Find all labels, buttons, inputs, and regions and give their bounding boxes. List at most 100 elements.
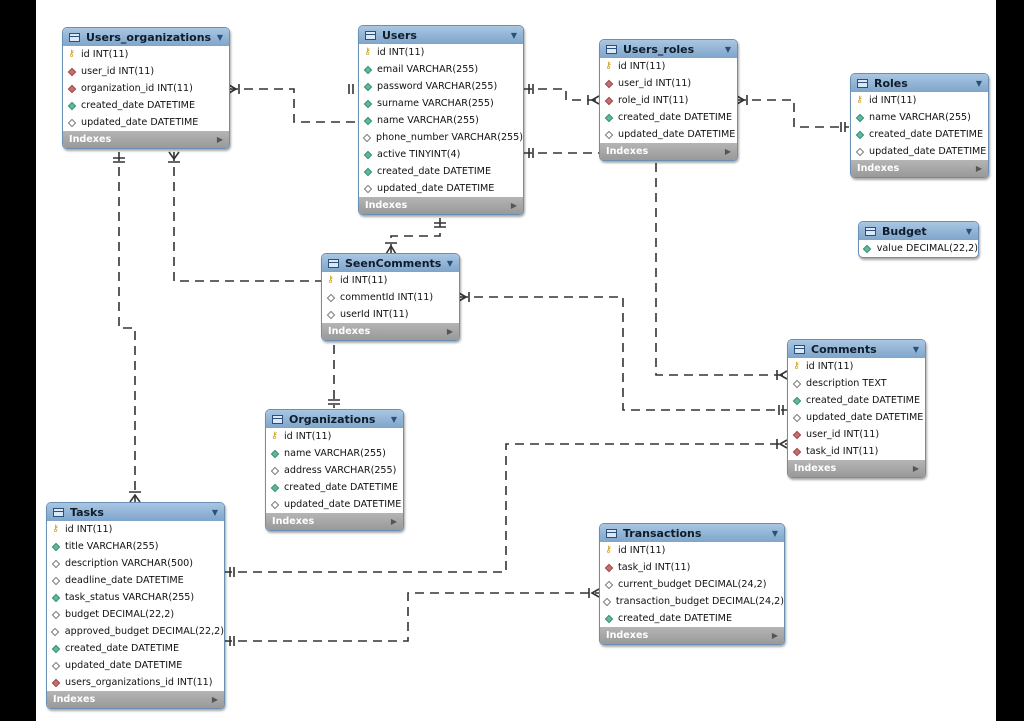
column-row[interactable]: approved_budget DECIMAL(22,2) <box>47 623 224 640</box>
table-organizations[interactable]: Organizations▼ ⚷id INT(11)name VARCHAR(2… <box>265 409 404 531</box>
column-row[interactable]: ⚷id INT(11) <box>47 521 224 538</box>
expand-arrow-icon[interactable]: ▶ <box>912 464 919 473</box>
indexes-bar[interactable]: Indexes▶ <box>322 323 459 340</box>
expand-arrow-icon[interactable]: ▶ <box>446 327 453 336</box>
column-row[interactable]: updated_date DATETIME <box>359 180 523 197</box>
column-row[interactable]: role_id INT(11) <box>600 92 737 109</box>
chevron-down-icon[interactable]: ▼ <box>446 258 453 268</box>
column-row[interactable]: transaction_budget DECIMAL(24,2) <box>600 593 784 610</box>
chevron-down-icon[interactable]: ▼ <box>724 44 731 54</box>
column-row[interactable]: phone_number VARCHAR(255) <box>359 129 523 146</box>
column-row[interactable]: ⚷id INT(11) <box>63 46 229 63</box>
table-tasks[interactable]: Tasks▼ ⚷id INT(11)title VARCHAR(255)desc… <box>46 502 225 709</box>
column-row[interactable]: ⚷id INT(11) <box>266 428 403 445</box>
expand-arrow-icon[interactable]: ▶ <box>510 201 517 210</box>
column-row[interactable]: name VARCHAR(255) <box>359 112 523 129</box>
table-seen-comments[interactable]: SeenComments▼ ⚷id INT(11)commentId INT(1… <box>321 253 460 341</box>
column-row[interactable]: password VARCHAR(255) <box>359 78 523 95</box>
column-row[interactable]: ⚷id INT(11) <box>600 58 737 75</box>
column-row[interactable]: name VARCHAR(255) <box>266 445 403 462</box>
column-row[interactable]: created_date DATETIME <box>788 392 925 409</box>
column-row[interactable]: surname VARCHAR(255) <box>359 95 523 112</box>
column-row[interactable]: created_date DATETIME <box>63 97 229 114</box>
column-row[interactable]: created_date DATETIME <box>359 163 523 180</box>
column-row[interactable]: task_id INT(11) <box>788 443 925 460</box>
table-header[interactable]: Budget▼ <box>859 222 978 240</box>
column-row[interactable]: updated_date DATETIME <box>47 657 224 674</box>
chevron-down-icon[interactable]: ▼ <box>965 226 972 236</box>
column-row[interactable]: user_id INT(11) <box>63 63 229 80</box>
indexes-bar[interactable]: Indexes▶ <box>600 143 737 160</box>
column-row[interactable]: organization_id INT(11) <box>63 80 229 97</box>
table-header[interactable]: Organizations▼ <box>266 410 403 428</box>
column-row[interactable]: ⚷id INT(11) <box>788 358 925 375</box>
column-row[interactable]: ⚷id INT(11) <box>322 272 459 289</box>
expand-arrow-icon[interactable]: ▶ <box>216 135 223 144</box>
column-row[interactable]: email VARCHAR(255) <box>359 61 523 78</box>
expand-arrow-icon[interactable]: ▶ <box>975 164 982 173</box>
expand-arrow-icon[interactable]: ▶ <box>390 517 397 526</box>
column-row[interactable]: task_id INT(11) <box>600 559 784 576</box>
column-row[interactable]: userId INT(11) <box>322 306 459 323</box>
column-row[interactable]: users_organizations_id INT(11) <box>47 674 224 691</box>
table-header[interactable]: SeenComments▼ <box>322 254 459 272</box>
table-header[interactable]: Transactions▼ <box>600 524 784 542</box>
chevron-down-icon[interactable]: ▼ <box>510 30 517 40</box>
expand-arrow-icon[interactable]: ▶ <box>724 147 731 156</box>
chevron-down-icon[interactable]: ▼ <box>390 414 397 424</box>
indexes-bar[interactable]: Indexes▶ <box>600 627 784 644</box>
table-users[interactable]: Users▼ ⚷id INT(11)email VARCHAR(255)pass… <box>358 25 524 215</box>
column-row[interactable]: active TINYINT(4) <box>359 146 523 163</box>
table-users-organizations[interactable]: Users_organizations▼ ⚷id INT(11)user_id … <box>62 27 230 149</box>
column-row[interactable]: created_date DATETIME <box>47 640 224 657</box>
table-header[interactable]: Users_organizations▼ <box>63 28 229 46</box>
column-row[interactable]: ⚷id INT(11) <box>851 92 988 109</box>
chevron-down-icon[interactable]: ▼ <box>912 344 919 354</box>
column-row[interactable]: address VARCHAR(255) <box>266 462 403 479</box>
table-transactions[interactable]: Transactions▼ ⚷id INT(11)task_id INT(11)… <box>599 523 785 645</box>
indexes-bar[interactable]: Indexes▶ <box>359 197 523 214</box>
table-header[interactable]: Tasks▼ <box>47 503 224 521</box>
chevron-down-icon[interactable]: ▼ <box>771 528 778 538</box>
chevron-down-icon[interactable]: ▼ <box>216 32 223 42</box>
column-row[interactable]: current_budget DECIMAL(24,2) <box>600 576 784 593</box>
indexes-bar[interactable]: Indexes▶ <box>266 513 403 530</box>
column-row[interactable]: value DECIMAL(22,2) <box>859 240 978 257</box>
indexes-bar[interactable]: Indexes▶ <box>63 131 229 148</box>
column-row[interactable]: created_date DATETIME <box>851 126 988 143</box>
expand-arrow-icon[interactable]: ▶ <box>771 631 778 640</box>
column-row[interactable]: created_date DATETIME <box>266 479 403 496</box>
indexes-bar[interactable]: Indexes▶ <box>788 460 925 477</box>
expand-arrow-icon[interactable]: ▶ <box>211 695 218 704</box>
table-header[interactable]: Users▼ <box>359 26 523 44</box>
table-header[interactable]: Roles▼ <box>851 74 988 92</box>
column-row[interactable]: deadline_date DATETIME <box>47 572 224 589</box>
column-row[interactable]: created_date DATETIME <box>600 610 784 627</box>
column-row[interactable]: ⚷id INT(11) <box>600 542 784 559</box>
chevron-down-icon[interactable]: ▼ <box>975 78 982 88</box>
column-row[interactable]: description VARCHAR(500) <box>47 555 224 572</box>
column-row[interactable]: task_status VARCHAR(255) <box>47 589 224 606</box>
table-budget[interactable]: Budget▼ value DECIMAL(22,2) <box>858 221 979 258</box>
table-roles[interactable]: Roles▼ ⚷id INT(11)name VARCHAR(255)creat… <box>850 73 989 178</box>
column-row[interactable]: commentId INT(11) <box>322 289 459 306</box>
column-row[interactable]: updated_date DATETIME <box>266 496 403 513</box>
chevron-down-icon[interactable]: ▼ <box>211 507 218 517</box>
column-row[interactable]: updated_date DATETIME <box>600 126 737 143</box>
column-row[interactable]: ⚷id INT(11) <box>359 44 523 61</box>
column-row[interactable]: user_id INT(11) <box>788 426 925 443</box>
table-users-roles[interactable]: Users_roles▼ ⚷id INT(11)user_id INT(11)r… <box>599 39 738 161</box>
column-row[interactable]: title VARCHAR(255) <box>47 538 224 555</box>
column-row[interactable]: updated_date DATETIME <box>788 409 925 426</box>
table-header[interactable]: Users_roles▼ <box>600 40 737 58</box>
column-row[interactable]: created_date DATETIME <box>600 109 737 126</box>
indexes-bar[interactable]: Indexes▶ <box>851 160 988 177</box>
column-row[interactable]: name VARCHAR(255) <box>851 109 988 126</box>
indexes-bar[interactable]: Indexes▶ <box>47 691 224 708</box>
column-row[interactable]: updated_date DATETIME <box>63 114 229 131</box>
column-row[interactable]: updated_date DATETIME <box>851 143 988 160</box>
column-row[interactable]: user_id INT(11) <box>600 75 737 92</box>
column-row[interactable]: budget DECIMAL(22,2) <box>47 606 224 623</box>
table-header[interactable]: Comments▼ <box>788 340 925 358</box>
